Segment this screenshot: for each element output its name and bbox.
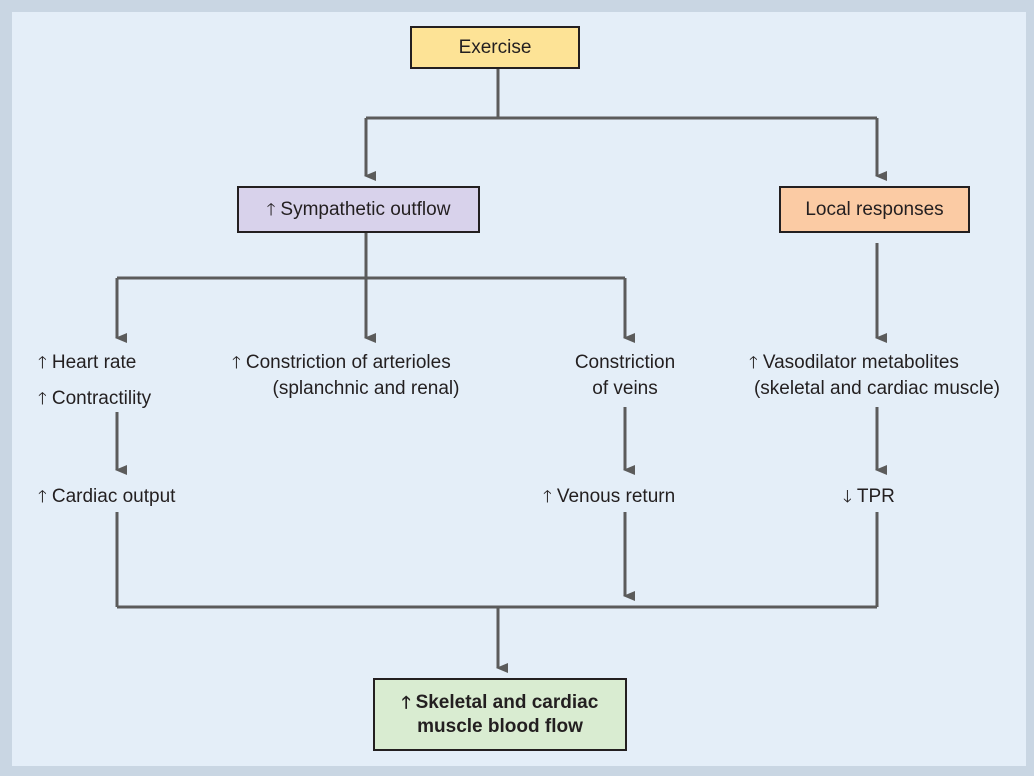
vasodilator-item: 🡑Vasodilator metabolites [749, 350, 959, 376]
heart-rate-label: Heart rate [51, 352, 137, 373]
veins-line2: of veins [592, 378, 658, 399]
exercise-box: Exercise [410, 26, 580, 69]
venous-return-item: 🡑Venous return [543, 484, 675, 510]
cardiac-output-label: Cardiac output [51, 486, 176, 507]
arterioles-line1: Constriction of arterioles [245, 352, 451, 373]
up-arrow-icon: 🡑 [749, 353, 758, 372]
up-arrow-icon: 🡑 [232, 353, 241, 372]
result-box: 🡑Skeletal and cardiac muscle blood flow [373, 678, 627, 751]
contractility-label: Contractility [51, 388, 152, 409]
sympathetic-outflow-box: 🡑 Sympathetic outflow [237, 186, 480, 233]
arterioles-item: 🡑Constriction of arterioles [232, 350, 451, 376]
down-arrow-icon: 🡓 [843, 487, 852, 506]
local-responses-box: Local responses [779, 186, 970, 233]
result-line2: muscle blood flow [417, 715, 583, 737]
heart-rate-item: 🡑Heart rate [38, 350, 136, 376]
up-arrow-icon: 🡑 [38, 389, 47, 408]
local-responses-label: Local responses [805, 198, 944, 220]
up-arrow-icon: 🡑 [401, 692, 411, 712]
arterioles-line2: (splanchnic and renal) [272, 378, 460, 399]
vasodilator-subtext: (skeletal and cardiac muscle) [737, 376, 1017, 402]
result-line1: Skeletal and cardiac [415, 691, 599, 713]
up-arrow-icon: 🡑 [38, 353, 47, 372]
up-arrow-icon: 🡑 [38, 487, 47, 506]
arterioles-subtext: (splanchnic and renal) [232, 376, 500, 402]
vasodilator-line2: (skeletal and cardiac muscle) [753, 378, 1001, 399]
venous-return-label: Venous return [556, 486, 676, 507]
up-arrow-icon: 🡑 [266, 199, 276, 219]
result-line1-row: 🡑Skeletal and cardiac [402, 691, 599, 715]
veins-line1-item: Constriction [545, 350, 705, 376]
vasodilator-line1: Vasodilator metabolites [762, 352, 959, 373]
exercise-label: Exercise [458, 36, 532, 58]
sympathetic-outflow-label: Sympathetic outflow [280, 198, 451, 220]
up-arrow-icon: 🡑 [543, 487, 552, 506]
diagram-panel [12, 12, 1026, 766]
veins-line1: Constriction [574, 352, 676, 373]
tpr-label: TPR [856, 486, 895, 507]
veins-line2-item: of veins [545, 376, 705, 402]
cardiac-output-item: 🡑Cardiac output [38, 484, 175, 510]
tpr-item: 🡓TPR [843, 484, 895, 510]
contractility-item: 🡑Contractility [38, 386, 151, 412]
